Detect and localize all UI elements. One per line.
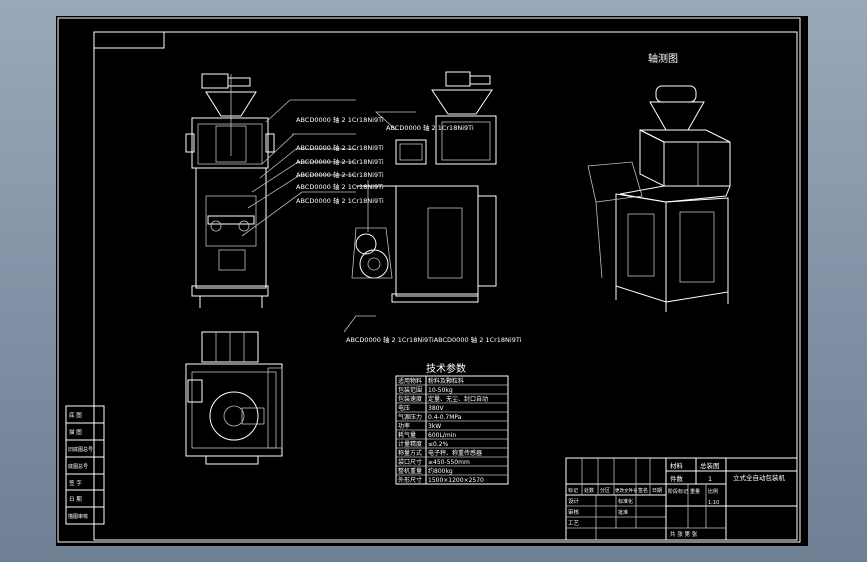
approve-label: 批准 <box>618 509 628 516</box>
param-value: ≤0.2% <box>428 441 449 448</box>
row-header: 签名 <box>638 487 648 494</box>
sheets-label: 共 张 第 张 <box>670 530 698 538</box>
param-key: 计量精度 <box>398 440 422 448</box>
product-name: 立式全自动包装机 <box>733 473 786 482</box>
material-label: 材料 <box>670 461 684 470</box>
strip-label: 签 字 <box>69 479 82 487</box>
corner-box <box>93 31 165 49</box>
left-strip-labels: 底 图 描 图 旧底图总号 底图总号 签 字 日 期 描图审核 <box>68 411 93 520</box>
cad-drawing-sheet: 轴测图 技术参数 ABCD0000 轴 2 1Cr18Ni9Ti ABCD000… <box>56 16 808 546</box>
part-label: ABCD0000 轴 2 1Cr18Ni9Ti <box>296 115 384 124</box>
qty-label: 件数 <box>670 474 684 483</box>
part-label: ABCD0000 轴 2 1Cr18Ni9Ti <box>296 157 384 166</box>
row-header: 更改文件号 <box>615 487 638 494</box>
front-view <box>185 73 275 308</box>
iso-view-title: 轴测图 <box>648 52 678 65</box>
strip-label: 旧底图总号 <box>68 446 93 453</box>
inner-frame <box>93 31 798 541</box>
param-value: 约800kg <box>428 467 453 475</box>
strip-label: 底图总号 <box>68 463 88 470</box>
title-block <box>565 457 798 541</box>
scale-value: 1:10 <box>708 500 719 506</box>
weight-label: 重量 <box>690 488 700 495</box>
param-value: 3kW <box>428 423 441 430</box>
strip-label: 描图审核 <box>68 513 88 520</box>
param-value: 定量、无尘、封口自动 <box>428 395 488 403</box>
strip-label: 描 图 <box>69 428 82 436</box>
side-part-label: ABCD0000 轴 2 1Cr18Ni9Ti <box>386 123 474 132</box>
param-value: 600L/min <box>428 432 456 439</box>
row-header: 处数 <box>584 487 594 494</box>
title-block-labels: 材料 总装图 立式全自动包装机 件数 1 标记 处数 分区 更改文件号 签名 日… <box>568 461 786 538</box>
left-strip-table <box>65 405 105 525</box>
outer-frame <box>57 17 801 543</box>
param-key: 包装速度 <box>398 395 422 403</box>
param-key: 适用物料 <box>398 377 422 385</box>
leader-lines <box>241 99 416 333</box>
part-label: ABCD0000 轴 2 1Cr18Ni9Ti <box>296 170 384 179</box>
process-label: 工艺 <box>568 520 580 527</box>
param-key: 称量方式 <box>398 449 422 457</box>
param-key: 电压 <box>398 404 410 412</box>
row-header: 日期 <box>652 488 662 494</box>
part-label: ABCD0000 轴 2 1Cr18Ni9Ti <box>296 196 384 205</box>
param-value: 粉料及颗粒料 <box>428 377 464 385</box>
param-key: 包装范围 <box>398 386 422 394</box>
stage-label: 阶段标记 <box>668 488 688 495</box>
tech-param-table <box>395 375 509 485</box>
strip-label: 底 图 <box>69 411 82 419</box>
param-key: 整机重量 <box>398 467 422 475</box>
param-key: 袋口尺寸 <box>398 458 422 466</box>
part-label: ABCD0000 轴 2 1Cr18Ni9Ti <box>296 182 384 191</box>
param-value: ≥450-550mm <box>428 459 470 466</box>
param-key: 外形尺寸 <box>398 476 422 484</box>
top-view <box>185 331 283 465</box>
row-header: 标记 <box>568 487 578 494</box>
param-value: 10-50kg <box>428 387 453 394</box>
part-label: ABCD0000 轴 2 1Cr18Ni9Ti <box>296 143 384 152</box>
qty-value: 1 <box>708 475 712 483</box>
param-value: 电子秤、称重传感器 <box>428 449 482 457</box>
standard-label: 标准化 <box>618 498 633 505</box>
side-view <box>351 71 497 303</box>
param-key: 功率 <box>398 422 410 430</box>
param-key: 耗气量 <box>398 431 416 439</box>
check-label: 审核 <box>568 508 580 516</box>
param-key: 气源压力 <box>398 413 422 421</box>
param-value: 380V <box>428 405 444 412</box>
tech-params-title: 技术参数 <box>426 362 466 375</box>
strip-label: 日 期 <box>69 496 82 503</box>
tech-param-rows: 适用物料 粉料及颗粒料 包装范围 10-50kg 包装速度 定量、无尘、封口自动… <box>398 377 488 484</box>
scale-label: 比例 <box>708 488 718 495</box>
param-value: 0.4-0.7MPa <box>428 414 462 421</box>
design-label: 设计 <box>568 497 580 505</box>
isometric-view <box>587 85 731 312</box>
row-header: 分区 <box>600 487 610 494</box>
material-value: 总装图 <box>700 461 720 470</box>
param-value: 1500×1200×2570 <box>428 477 484 484</box>
bottom-callout: ABCD0000 轴 2 1Cr18Ni9TiABCD0000 轴 2 1Cr1… <box>346 335 522 344</box>
assembly-drawing: 轴测图 技术参数 ABCD0000 轴 2 1Cr18Ni9Ti ABCD000… <box>57 17 801 543</box>
